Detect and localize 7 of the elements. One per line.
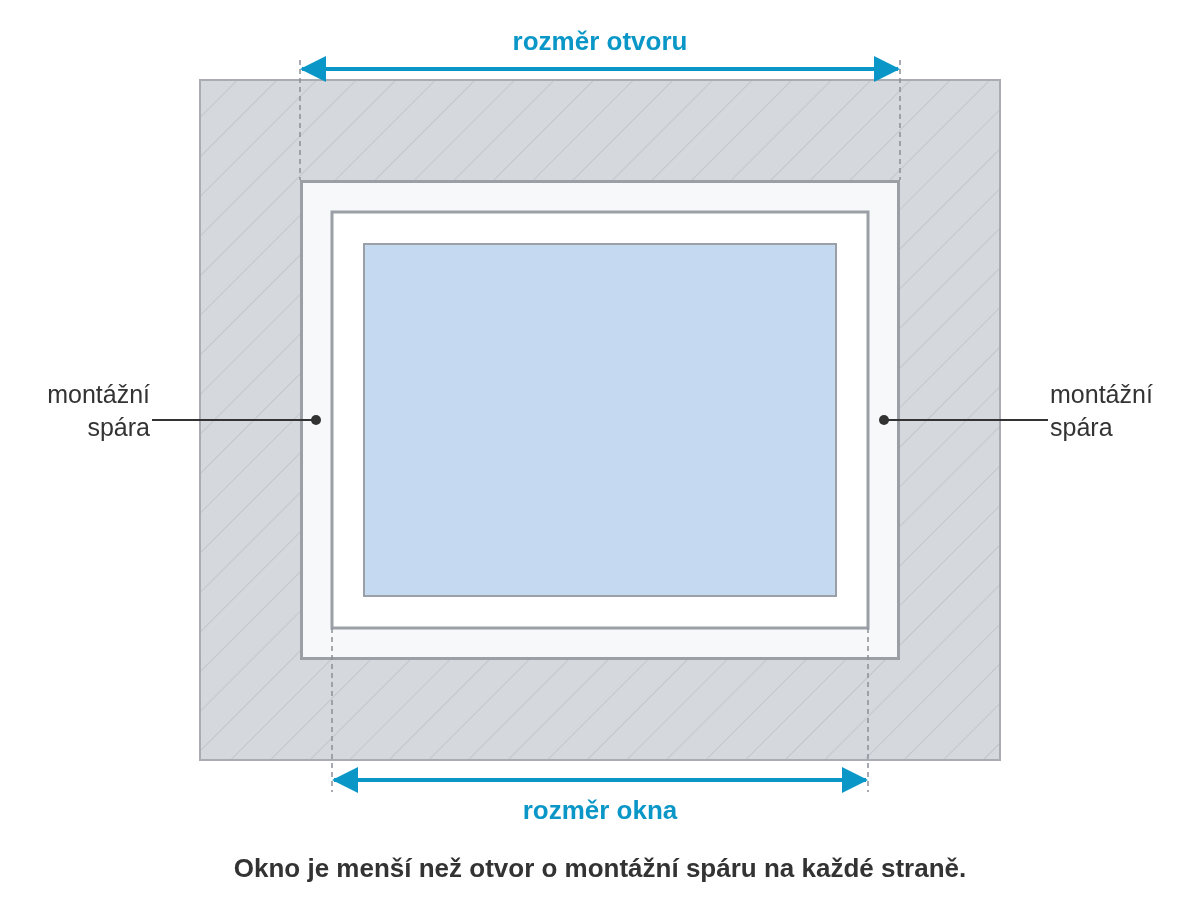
leader-label: montážní spára <box>10 378 150 444</box>
leader-line <box>151 415 321 425</box>
leader-label: montážní spára <box>1050 378 1190 444</box>
leader-line <box>879 415 1049 425</box>
dimension-label: rozměr otvoru <box>512 26 688 57</box>
caption: Okno je menší než otvor o montážní spáru na každé straně. <box>233 852 967 885</box>
dimension-label: rozměr okna <box>522 795 678 826</box>
